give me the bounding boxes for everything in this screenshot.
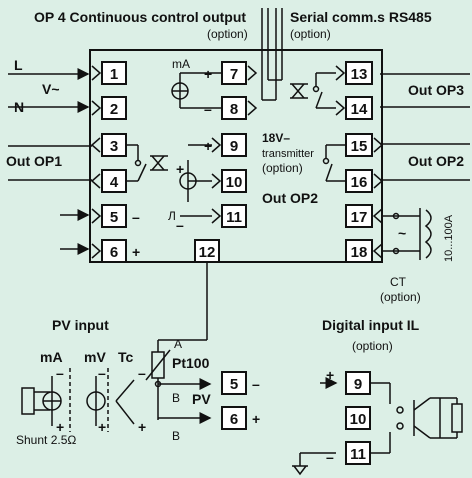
relay-contacts [134,85,330,167]
pv-title: PV input [52,317,109,333]
digital-terminal-blocks [345,371,371,465]
digital-title: Digital input IL [322,317,420,333]
pv-tc: Tc [118,349,134,365]
label-out-op2-right: Out OP2 [408,153,464,169]
terminal-11: 11 [226,209,242,226]
terminal-notches [90,65,384,259]
label-out-op1: Out OP1 [6,153,62,169]
right-wiring [380,73,470,181]
terminal-3: 3 [110,138,118,155]
sign-minus-8: – [204,101,212,117]
pv-sign-minus-mv: – [98,365,106,381]
terminal-8: 8 [230,101,238,118]
sign-plus-10: + [176,161,184,177]
label-ma-top: mA [172,57,190,71]
terminal-17: 17 [351,209,368,226]
label-v-ac: V~ [42,81,60,97]
label-ct-range: 10...100A [443,214,455,262]
terminal-6: 6 [110,244,118,261]
sign-plus-9: + [204,138,212,154]
label-out-op3: Out OP3 [408,82,464,98]
pv-sign-plus-ma: + [56,419,64,435]
serial-option: (option) [290,27,331,41]
pv-sign-minus-5: – [252,376,260,392]
sign-minus-5: – [132,209,140,225]
op4-title: OP 4 Continuous control output [34,9,246,25]
pv-sign-minus-tc: – [138,365,146,381]
pv-label: PV [192,391,211,407]
pulse-symbol: Л [168,209,176,223]
terminal-5: 5 [110,209,118,226]
digital-terminal-9: 9 [354,376,362,393]
digital-terminal-10: 10 [350,411,367,428]
terminal-13: 13 [351,66,368,83]
label-ct-option: (option) [380,290,421,304]
pv-b2: B [172,429,180,443]
digital-terminal-11: 11 [350,446,366,463]
terminal-2: 2 [110,101,118,118]
pv-wiring [21,339,212,426]
label-l: L [14,57,23,73]
terminal-18: 18 [351,244,368,261]
pv-pt100: Pt100 [172,355,210,371]
pv-terminal-6: 6 [230,411,238,428]
terminal-12: 12 [199,244,216,261]
pv-b1: B [172,391,180,405]
internal-wiring [126,72,432,340]
pv-terminal-blocks [221,371,247,430]
op4-option: (option) [207,27,248,41]
label-option-mid: (option) [262,161,303,175]
terminal-7: 7 [230,66,238,83]
pv-a: A [174,337,182,351]
pv-shunt: Shunt 2.5Ω [16,433,76,447]
serial-title: Serial comm.s RS485 [290,9,432,25]
left-wiring [8,68,92,255]
terminal-10: 10 [226,174,243,191]
terminal-14: 14 [351,101,368,118]
pv-dashed-brackets [69,368,109,432]
terminal-16: 16 [351,174,368,191]
digital-wiring [292,377,463,476]
terminal-1: 1 [110,66,118,83]
pv-sign-plus-6: + [252,411,260,427]
digital-sign-plus: + [326,367,334,383]
pv-terminal-5: 5 [230,376,238,393]
header-leaders [261,8,283,101]
label-transmitter: transmitter [262,148,314,160]
pv-ma: mA [40,349,63,365]
sign-minus-11: – [176,217,184,233]
pv-mv: mV [84,349,106,365]
label-out-op2-inner: Out OP2 [262,190,318,206]
label-18v: 18V– [262,131,290,145]
terminal-blocks [101,61,373,263]
sign-plus-7: + [204,66,212,82]
terminal-4: 4 [110,174,119,191]
label-ct: CT [390,275,407,289]
sign-plus-6: + [132,244,140,260]
label-n: N [14,99,24,115]
pv-sign-plus-tc: + [138,419,146,435]
digital-sign-minus: – [326,449,334,465]
pv-sign-plus-mv: + [98,419,106,435]
instrument-housing [89,49,383,263]
label-tilde: ~ [398,225,406,241]
terminal-9: 9 [230,138,238,155]
digital-option: (option) [352,339,393,353]
pv-sign-minus-ma: – [56,365,64,381]
terminal-15: 15 [351,138,368,155]
